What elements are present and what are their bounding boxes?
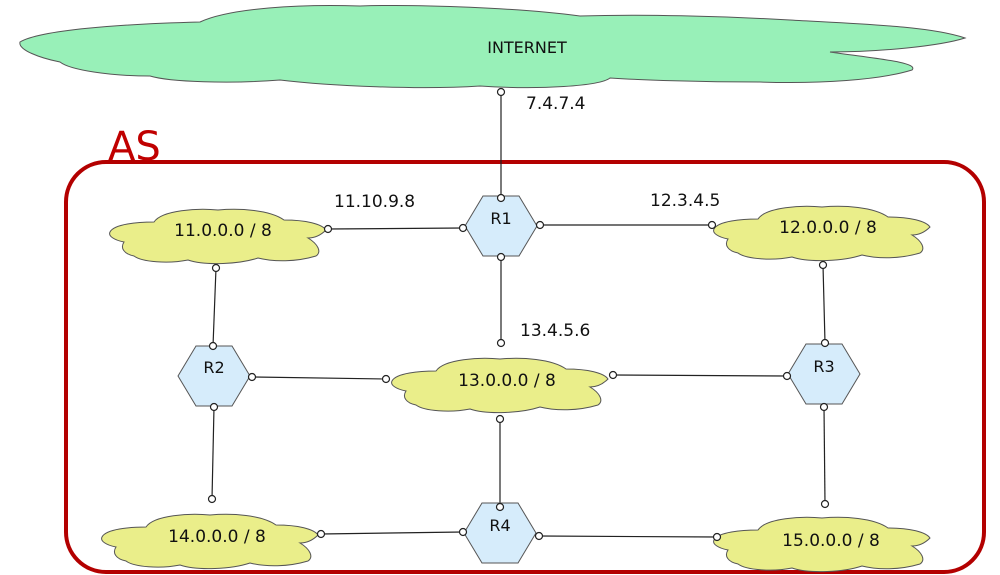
port-r2-bottom <box>209 402 219 412</box>
router-r4: R4 <box>463 502 537 564</box>
link-r2-net14 <box>211 406 215 500</box>
links <box>211 92 826 538</box>
router-r1: R1 <box>464 195 538 257</box>
port-net13-right <box>608 370 618 380</box>
subnet-net14: 14.0.0.0 / 8 <box>101 513 319 570</box>
as-label: AS <box>108 124 161 170</box>
internet-cloud-shape <box>19 5 967 89</box>
subnet-net15: 15.0.0.0 / 8 <box>713 516 931 573</box>
port-net14-top <box>207 494 217 504</box>
subnet-net12: 12.0.0.0 / 8 <box>713 205 931 262</box>
port-net13-bottom <box>495 414 505 424</box>
port-r3-left <box>782 371 792 381</box>
subnet-label-net13: 13.0.0.0 / 8 <box>458 371 556 391</box>
interface-ports <box>207 87 830 542</box>
internet-cloud: INTERNET <box>19 5 967 89</box>
link-r4-net15 <box>538 535 718 538</box>
link-r3-net15 <box>823 406 826 505</box>
subnet-label-net14: 14.0.0.0 / 8 <box>168 527 266 547</box>
address-labels: 7.4.7.4 11.10.9.8 12.3.4.5 13.4.5.6 <box>334 94 720 341</box>
port-r4-left <box>458 527 468 537</box>
link-r2-net13 <box>251 376 387 380</box>
port-r3-top <box>820 338 830 348</box>
port-net12-bottom <box>818 260 828 270</box>
port-r4-right <box>534 531 544 541</box>
as-boundary: AS <box>64 124 986 574</box>
subnet-label-net12: 12.0.0.0 / 8 <box>779 218 877 238</box>
router-label-r4: R4 <box>489 516 510 535</box>
port-net15-top <box>820 499 830 509</box>
port-net15-left <box>712 532 722 542</box>
address-internet-r1: 7.4.7.4 <box>526 94 585 114</box>
link-net11-r2 <box>212 267 217 347</box>
link-net12-r3 <box>822 264 826 344</box>
port-r4-top <box>495 502 505 512</box>
subnet-net13: 13.0.0.0 / 8 <box>391 357 609 414</box>
address-r1-net11: 11.10.9.8 <box>334 192 415 212</box>
port-net13-top <box>496 338 506 348</box>
port-r2-top <box>208 341 218 351</box>
internet-label: INTERNET <box>487 38 567 57</box>
port-r3-bottom <box>819 402 829 412</box>
link-net14-r4 <box>320 531 464 535</box>
port-r1-bottom <box>496 252 506 262</box>
as-border <box>64 160 986 574</box>
port-r2-right <box>247 372 257 382</box>
router-label-r2: R2 <box>203 358 224 377</box>
link-net13-r3 <box>612 374 788 377</box>
port-internet <box>496 87 506 97</box>
subnet-label-net15: 15.0.0.0 / 8 <box>782 531 880 551</box>
address-r1-net13: 13.4.5.6 <box>520 321 590 341</box>
port-r1-right <box>535 220 545 230</box>
subnet-net11: 11.0.0.0 / 8 <box>109 208 327 265</box>
port-r1-top <box>496 193 506 203</box>
link-r1-net11 <box>327 227 464 230</box>
address-r1-net12: 12.3.4.5 <box>650 191 720 211</box>
port-net12-left <box>707 220 717 230</box>
port-net14-right <box>316 529 326 539</box>
port-r1-left <box>458 223 468 233</box>
router-label-r1: R1 <box>490 209 511 228</box>
router-r3: R3 <box>787 343 861 405</box>
port-net13-left <box>381 374 391 384</box>
router-label-r3: R3 <box>813 357 834 376</box>
subnet-label-net11: 11.0.0.0 / 8 <box>174 221 272 241</box>
port-net11-right <box>323 224 333 234</box>
router-r2: R2 <box>177 345 251 407</box>
port-net11-bottom <box>211 263 221 273</box>
